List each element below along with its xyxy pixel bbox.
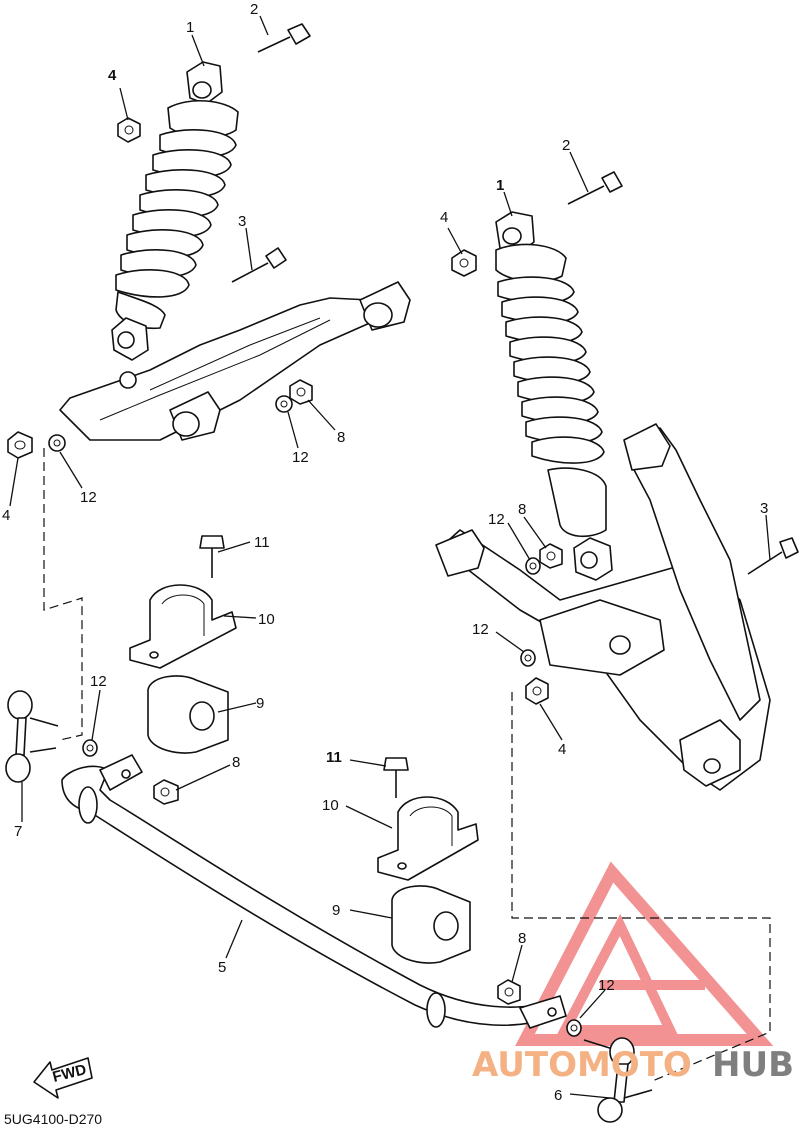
stabilizer-link-left [5,690,59,783]
callout-11: 11 [326,749,342,766]
bolt-2-left [257,23,311,53]
washer-12-right-arm [520,649,536,667]
washer-12-left-link [82,739,98,757]
leader-lines [9,15,771,1099]
callout-9: 9 [332,902,340,919]
assembly-line-right [511,692,771,1083]
callout-8: 8 [232,754,240,771]
watermark-part2: HUB [712,1045,794,1085]
callout-10: 10 [322,797,339,814]
callout-8: 8 [337,429,345,446]
assembly-line-left [43,448,83,741]
callout-5: 5 [218,959,226,976]
bushing-lower [391,885,471,964]
callout-4: 4 [558,741,566,758]
washer-12-right-bar [566,1019,582,1037]
callout-11: 11 [254,534,270,551]
washer-12-right-mid [525,557,541,575]
callout-8: 8 [518,930,526,947]
bolt-2-right [567,171,623,205]
nut-8-left-mid [289,379,313,405]
callout-labels: 1 2 4 3 8 12 4 12 1 2 4 12 8 3 12 4 11 1… [2,1,768,1104]
callout-2: 2 [562,137,570,154]
callout-1: 1 [186,19,194,36]
bolt-3-right [747,537,799,575]
nut-4-left-top [117,117,141,143]
callout-4: 4 [2,507,10,524]
bracket-lower [377,796,479,881]
left-suspension-arm [59,281,411,441]
nut-8-left-bar [153,779,179,805]
bracket-upper [129,584,237,669]
callout-12: 12 [80,489,97,506]
bushing-upper [147,675,229,754]
callout-2: 2 [250,1,258,18]
fwd-arrow: FWD [33,1057,93,1099]
right-suspension-arm [435,423,771,791]
watermark-triangle-logo [515,861,774,1046]
nut-8-right-bar [497,979,521,1005]
callout-3: 3 [760,500,768,517]
callout-12: 12 [292,449,309,466]
diagram-code: 5UG4100-D270 [4,1111,102,1127]
callout-4: 4 [108,67,117,84]
callout-10: 10 [258,611,275,628]
nut-4-left-arm [7,431,33,459]
callout-6: 6 [554,1087,562,1104]
washer-12-left-arm [48,434,66,452]
nut-4-right-arm [525,677,549,705]
right-shock-absorber [495,211,613,581]
bolt-11-lower [383,757,409,798]
callout-1: 1 [496,177,504,194]
watermark-text: AUTOMOTO HUB [472,1045,794,1085]
callout-4: 4 [440,209,448,226]
stabilizer-bar [61,754,567,1029]
left-shock-absorber [111,61,239,361]
stabilizer-link-right [583,1037,653,1123]
watermark-part1: AUTOMOTO [472,1045,692,1085]
fwd-label: FWD [51,1061,88,1086]
bolt-3-left [231,247,287,283]
washer-12-left-mid [275,395,293,413]
callout-12: 12 [488,511,505,528]
nut-8-right-mid [539,543,563,569]
callout-8: 8 [518,501,526,518]
bolt-11-upper [199,535,225,578]
callout-12: 12 [598,977,615,994]
callout-3: 3 [238,213,246,230]
callout-9: 9 [256,695,264,712]
nut-4-right-top [451,249,477,277]
callout-12: 12 [90,673,107,690]
callout-7: 7 [14,823,22,840]
callout-12: 12 [472,621,489,638]
